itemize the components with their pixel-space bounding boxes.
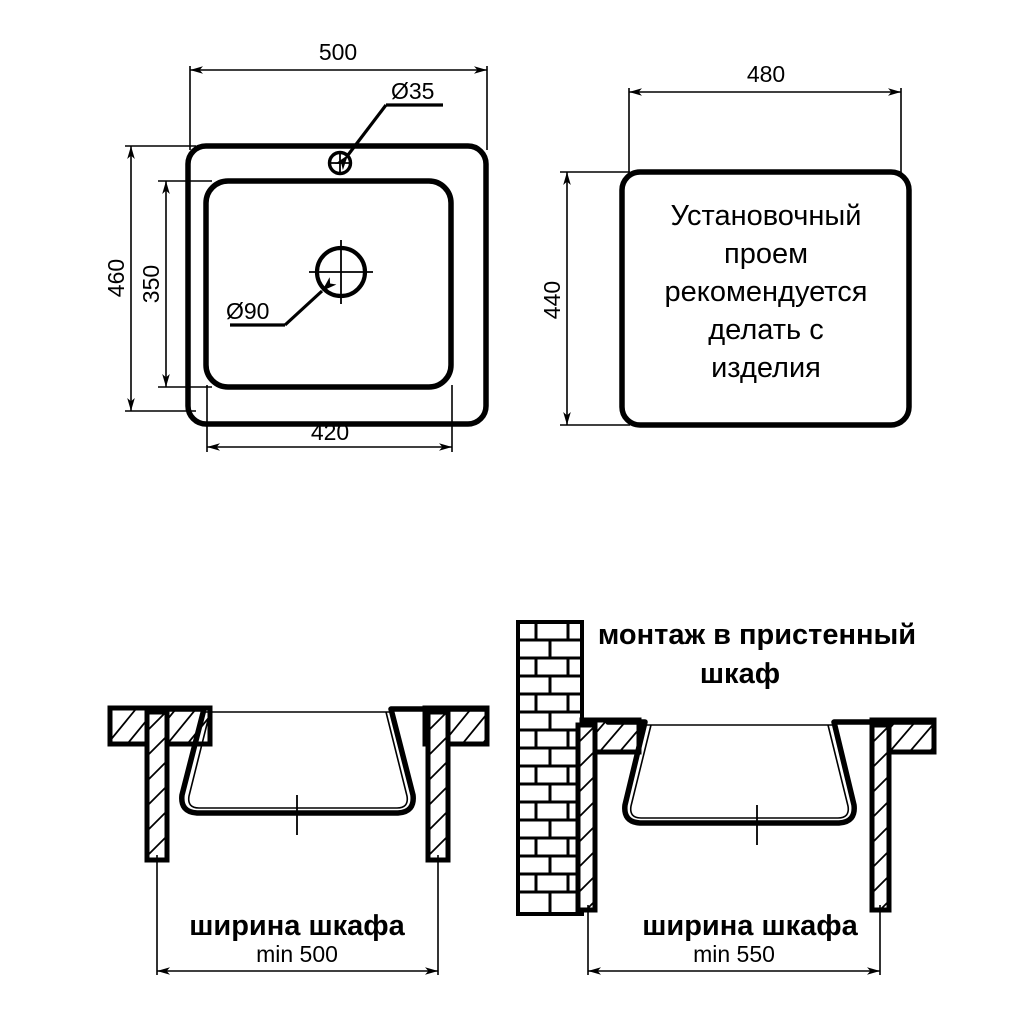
label-tap-hole-diameter: Ø35 xyxy=(391,78,434,104)
leader-tap-hole xyxy=(334,103,443,170)
label-overall-depth: 460 xyxy=(103,259,129,297)
cabinet-wall-left-wallmount xyxy=(575,722,598,913)
extension-lines-cabinet-width-500 xyxy=(156,855,439,975)
sink-outer-outline xyxy=(185,143,489,427)
view-bottom-right-section: монтаж в пристенный шкаф xyxy=(516,619,937,975)
note-line-4: делать с xyxy=(708,314,823,346)
view-bottom-left-section: ширина шкафа min 500 xyxy=(107,705,490,975)
cutout-outline xyxy=(619,169,912,428)
brick-wall-icon xyxy=(516,620,584,916)
extension-lines-480 xyxy=(628,88,902,178)
sink-section-profile-outer-wall xyxy=(605,719,935,826)
label-cutout-width: 480 xyxy=(747,61,785,87)
heading-wall-mount-line-2: шкаф xyxy=(700,658,780,690)
hatch-wall-left xyxy=(147,712,167,860)
label-overall-width: 500 xyxy=(319,39,357,65)
sink-bowl-outline xyxy=(203,178,454,390)
extension-lines-460 xyxy=(125,145,196,412)
label-cutout-depth: 440 xyxy=(539,281,565,319)
note-line-3: рекомендуется xyxy=(665,276,868,308)
note-line-5: изделия xyxy=(711,352,821,384)
extension-lines-cabinet-width-550 xyxy=(587,905,881,975)
view-top-left-sink-plan: Ø35 Ø90 500 460 350 420 xyxy=(103,39,489,452)
label-bowl-width: 420 xyxy=(311,419,349,445)
extension-lines-440 xyxy=(560,171,630,426)
caption-cabinet-min-right: min 550 xyxy=(693,941,775,967)
view-top-right-cutout: 480 440 Установочный проем рекомендуется… xyxy=(539,61,912,428)
caption-cabinet-min-left: min 500 xyxy=(256,941,338,967)
caption-cabinet-width-left: ширина шкафа xyxy=(189,910,405,942)
extension-lines-500 xyxy=(189,66,488,150)
label-drain-hole-diameter: Ø90 xyxy=(226,298,269,324)
note-line-2: проем xyxy=(724,238,808,270)
leader-drain-hole xyxy=(230,277,337,327)
hatch-wall-right xyxy=(428,712,448,860)
label-bowl-depth: 350 xyxy=(138,265,164,303)
note-line-1: Установочный xyxy=(671,200,862,232)
extension-lines-420 xyxy=(206,385,453,452)
tap-hole-icon xyxy=(327,150,353,176)
sink-section-profile-inner xyxy=(187,711,409,809)
heading-wall-mount-line-1: монтаж в пристенный xyxy=(598,619,916,651)
sink-section-profile-inner-wall xyxy=(629,724,850,819)
caption-cabinet-width-right: ширина шкафа xyxy=(642,910,858,942)
